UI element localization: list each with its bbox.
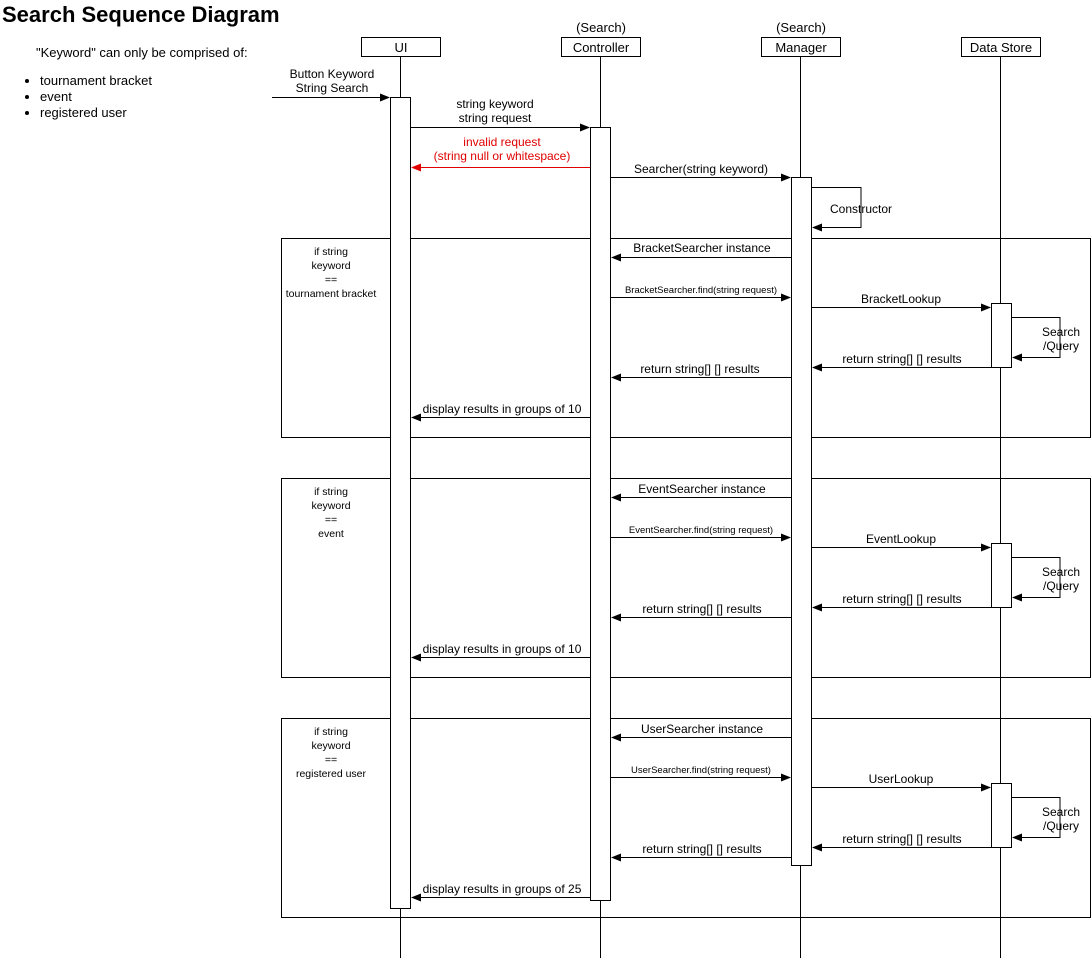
fragment-condition: registered user	[296, 768, 367, 780]
fragment-condition: keyword	[311, 740, 350, 752]
keyword-note-list: tournament bracket event registered user	[16, 73, 152, 121]
activation-ui	[390, 97, 411, 909]
diagram-title: Search Sequence Diagram	[2, 2, 280, 27]
participant-ui	[361, 37, 441, 57]
self-message-arrow	[812, 187, 862, 232]
self-message-arrow	[1012, 317, 1061, 362]
message-label: BracketSearcher instance	[633, 241, 771, 255]
participant-manager	[761, 37, 841, 57]
message-label: display results in groups of 25	[423, 882, 582, 896]
message-label: BracketLookup	[861, 292, 941, 306]
fragment-condition: if string	[314, 486, 348, 498]
message-label-error: invalid request	[463, 135, 541, 149]
message-label: display results in groups of 10	[423, 642, 582, 656]
self-message-arrow	[1012, 557, 1061, 602]
controller-stereotype: (Search)	[576, 20, 626, 35]
message-label: EventSearcher instance	[638, 482, 766, 496]
fragment-user	[281, 718, 1091, 918]
fragment-condition: if string	[314, 246, 348, 258]
keyword-note-heading: "Keyword" can only be comprised of:	[36, 45, 248, 60]
self-message-arrow	[1012, 797, 1061, 842]
message-label: UserSearcher.find(string request)	[631, 765, 771, 776]
fragment-bracket	[281, 238, 1091, 438]
activation-datastore	[991, 303, 1012, 368]
message-label: Button Keyword	[290, 67, 375, 81]
message-label: EventLookup	[866, 532, 936, 546]
activation-datastore	[991, 543, 1012, 608]
message-label: Search	[1042, 805, 1080, 819]
message-label: return string[] [] results	[642, 842, 761, 856]
participant-ui-label: UI	[395, 40, 408, 55]
fragment-condition: ==	[325, 274, 337, 286]
message-label: String Search	[296, 81, 369, 95]
message-label: display results in groups of 10	[423, 402, 582, 416]
activation-controller	[590, 127, 611, 901]
message-label: return string[] [] results	[642, 602, 761, 616]
message-label: Constructor	[830, 202, 892, 216]
fragment-event	[281, 478, 1091, 678]
keyword-note-item: tournament bracket	[40, 73, 152, 89]
participant-controller-label: Controller	[573, 40, 630, 55]
message-label: EventSearcher.find(string request)	[629, 525, 773, 536]
message-label: /Query	[1043, 339, 1079, 353]
message-label: return string[] [] results	[640, 362, 759, 376]
message-label-error: (string null or whitespace)	[434, 149, 571, 163]
fragment-condition: tournament bracket	[286, 288, 377, 300]
message-label: return string[] [] results	[842, 352, 961, 366]
message-label: UserLookup	[869, 772, 934, 786]
manager-stereotype: (Search)	[776, 20, 826, 35]
fragment-condition: ==	[325, 514, 337, 526]
message-label: string keyword	[456, 97, 533, 111]
message-label: return string[] [] results	[842, 832, 961, 846]
participant-datastore	[961, 37, 1041, 57]
keyword-note-item: event	[40, 89, 152, 105]
activation-datastore	[991, 783, 1012, 848]
message-label: UserSearcher instance	[641, 722, 763, 736]
message-label: Search	[1042, 565, 1080, 579]
message-label: /Query	[1043, 819, 1079, 833]
participant-manager-label: Manager	[775, 40, 827, 55]
message-label: return string[] [] results	[842, 592, 961, 606]
keyword-note-item: registered user	[40, 105, 152, 121]
participant-controller	[561, 37, 641, 57]
message-label: string request	[459, 111, 532, 125]
participant-datastore-label: Data Store	[970, 40, 1032, 55]
activation-manager	[791, 177, 812, 866]
fragment-condition: ==	[325, 754, 337, 766]
fragment-condition: keyword	[311, 500, 350, 512]
fragment-condition: if string	[314, 726, 348, 738]
message-label: BracketSearcher.find(string request)	[625, 285, 777, 296]
message-label: Search	[1042, 325, 1080, 339]
message-label: /Query	[1043, 579, 1079, 593]
fragment-condition: keyword	[311, 260, 350, 272]
message-label: Searcher(string keyword)	[634, 162, 768, 176]
fragment-condition: event	[318, 528, 344, 540]
